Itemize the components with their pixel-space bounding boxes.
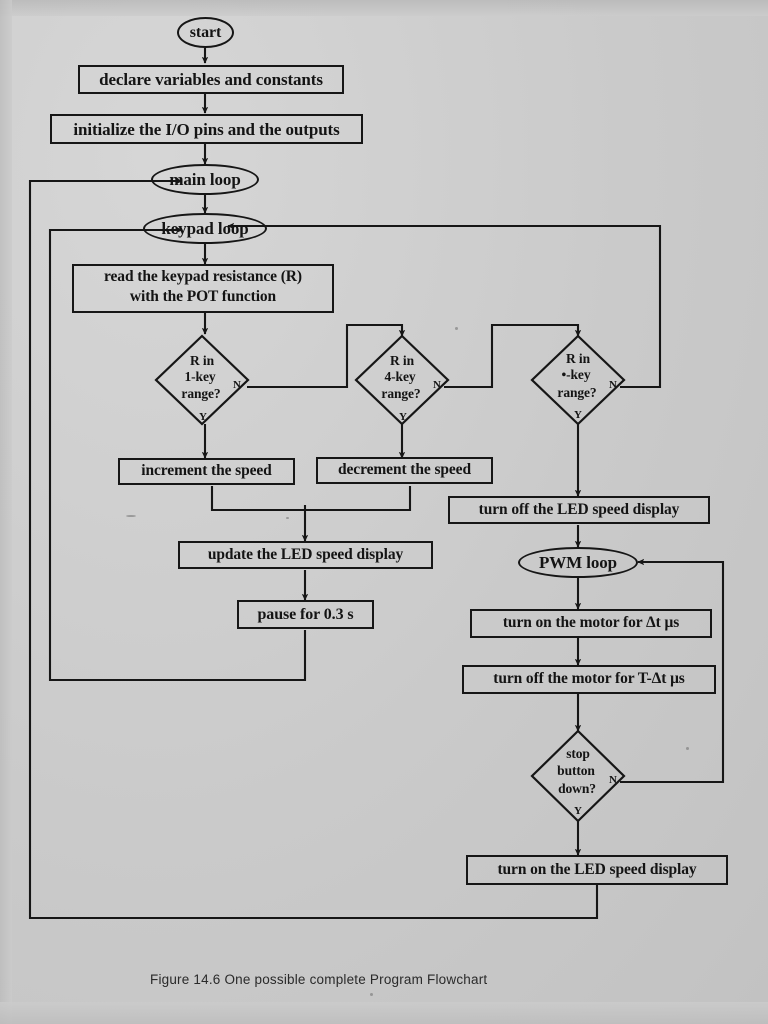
decision-stop-branch-no: N — [609, 774, 617, 786]
scan-speck — [686, 747, 689, 750]
decision-2-branch-no: N — [433, 379, 441, 391]
scan-speck — [370, 993, 373, 996]
page-edge-top — [0, 0, 768, 16]
scan-speck — [286, 517, 289, 519]
node-main-loop — [151, 164, 259, 195]
page-edge-bottom — [0, 1002, 768, 1024]
node-declare — [78, 65, 344, 94]
decision-3-branch-yes: Y — [574, 409, 582, 421]
node-update-led — [178, 541, 433, 569]
decision-stop-branch-yes: Y — [574, 805, 582, 817]
decision-1-branch-no: N — [233, 379, 241, 391]
decision-shape-stop — [530, 729, 626, 823]
node-pwm-loop — [518, 547, 638, 578]
node-increment-speed — [118, 458, 295, 485]
figure-caption: Figure 14.6 One possible complete Progra… — [150, 972, 488, 987]
scan-speck — [455, 327, 458, 330]
node-pause — [237, 600, 374, 629]
node-read-pot — [72, 264, 334, 313]
decision-3-branch-no: N — [609, 379, 617, 391]
node-keypad-loop — [143, 213, 267, 244]
node-motor-on — [470, 609, 712, 638]
decision-2-branch-yes: Y — [399, 411, 407, 423]
decision-1-branch-yes: Y — [199, 411, 207, 423]
node-led-on — [466, 855, 728, 885]
node-motor-off — [462, 665, 716, 694]
node-led-off — [448, 496, 710, 524]
decision-shape-d1 — [154, 334, 250, 426]
node-decrement-speed — [316, 457, 493, 484]
scan-speck — [126, 515, 136, 517]
decision-shape-d2 — [354, 334, 450, 426]
page-edge-left — [0, 0, 12, 1024]
decision-shape-d3 — [530, 334, 626, 426]
node-init — [50, 114, 363, 144]
node-start — [177, 17, 234, 48]
